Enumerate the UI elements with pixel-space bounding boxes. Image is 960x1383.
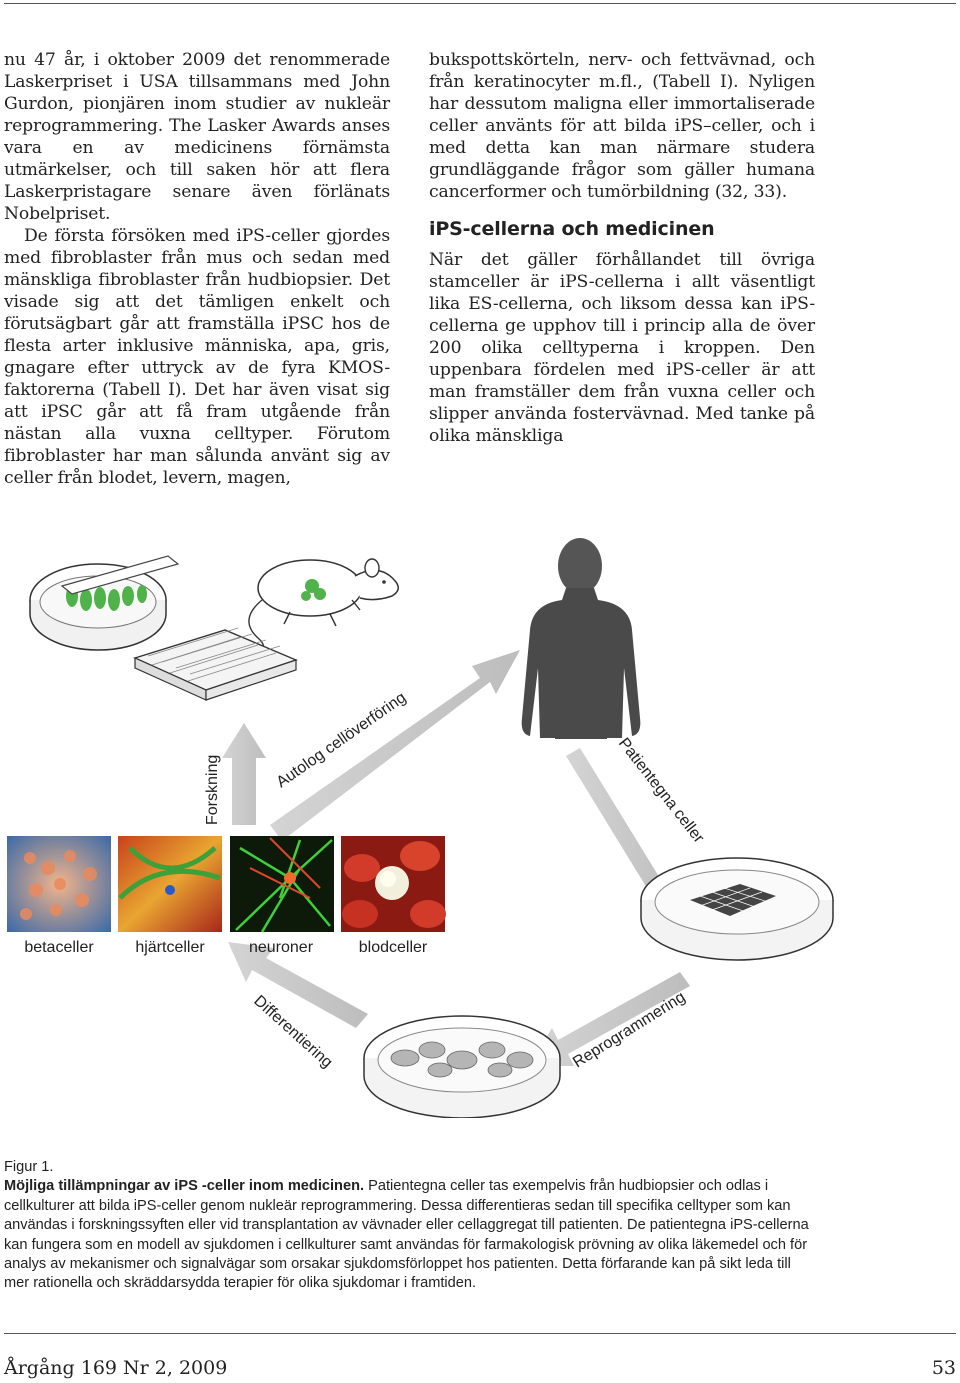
- forskning-label: Forskning: [204, 755, 221, 825]
- paragraph: nu 47 år, i oktober 2009 det renommerade…: [4, 50, 390, 224]
- section-heading: iPS-cellerna och medicinen: [429, 218, 715, 240]
- autolog-arrow-icon: [270, 650, 520, 841]
- mouse-icon: [248, 558, 399, 661]
- human-icon: [521, 538, 641, 739]
- figure-caption: Figur 1. Möjliga tillämpningar av iPS -c…: [4, 1158, 814, 1294]
- neuron-image-icon: [230, 836, 334, 933]
- differentiering-arrow-icon: [228, 942, 368, 1028]
- caption-text: Möjliga tillämpningar av iPS -celler ino…: [4, 1177, 814, 1293]
- ips-cycle-figure: Forskning Autolog cellöverföring Patient…: [7, 538, 834, 1118]
- cell-label-beta: betaceller: [24, 939, 94, 956]
- betacell-image-icon: [7, 836, 111, 932]
- heartcell-image-icon: [118, 836, 222, 932]
- paragraph: När det gäller förhållandet till övriga …: [429, 250, 815, 446]
- paragraph: bukspottskörteln, nerv- och fettvävnad, …: [429, 50, 815, 202]
- ips-cell-dish-icon: [363, 1015, 561, 1118]
- text-column-left: nu 47 år, i oktober 2009 det renommerade…: [4, 49, 390, 489]
- text-column-right: bukspottskörteln, nerv- och fettvävnad, …: [429, 49, 815, 447]
- cell-label-heart: hjärtceller: [135, 939, 205, 956]
- cell-label-neuron: neuroner: [249, 939, 314, 956]
- figure-number: Figur 1.: [4, 1159, 54, 1175]
- cell-type-images: [7, 836, 446, 933]
- well-plate-icon: [133, 627, 298, 701]
- forskning-arrow-icon: [222, 723, 266, 825]
- footer-rule: [4, 1333, 956, 1334]
- page-number: 53: [931, 1357, 956, 1379]
- journal-issue: Årgång 169 Nr 2, 2009: [4, 1357, 228, 1379]
- top-rule: [4, 3, 956, 4]
- paragraph: De första försöken med iPS-celler gjorde…: [4, 226, 390, 488]
- caption-body: Patientegna celler tas exempelvis från h…: [4, 1178, 809, 1292]
- culture-dish-icon: [29, 555, 180, 651]
- patient-cell-dish-icon: [640, 857, 834, 961]
- bloodcell-image-icon: [341, 836, 446, 932]
- caption-title: Möjliga tillämpningar av iPS -celler ino…: [4, 1178, 365, 1195]
- cell-label-blood: blodceller: [359, 939, 428, 956]
- reprogrammering-arrow-icon: [530, 972, 690, 1066]
